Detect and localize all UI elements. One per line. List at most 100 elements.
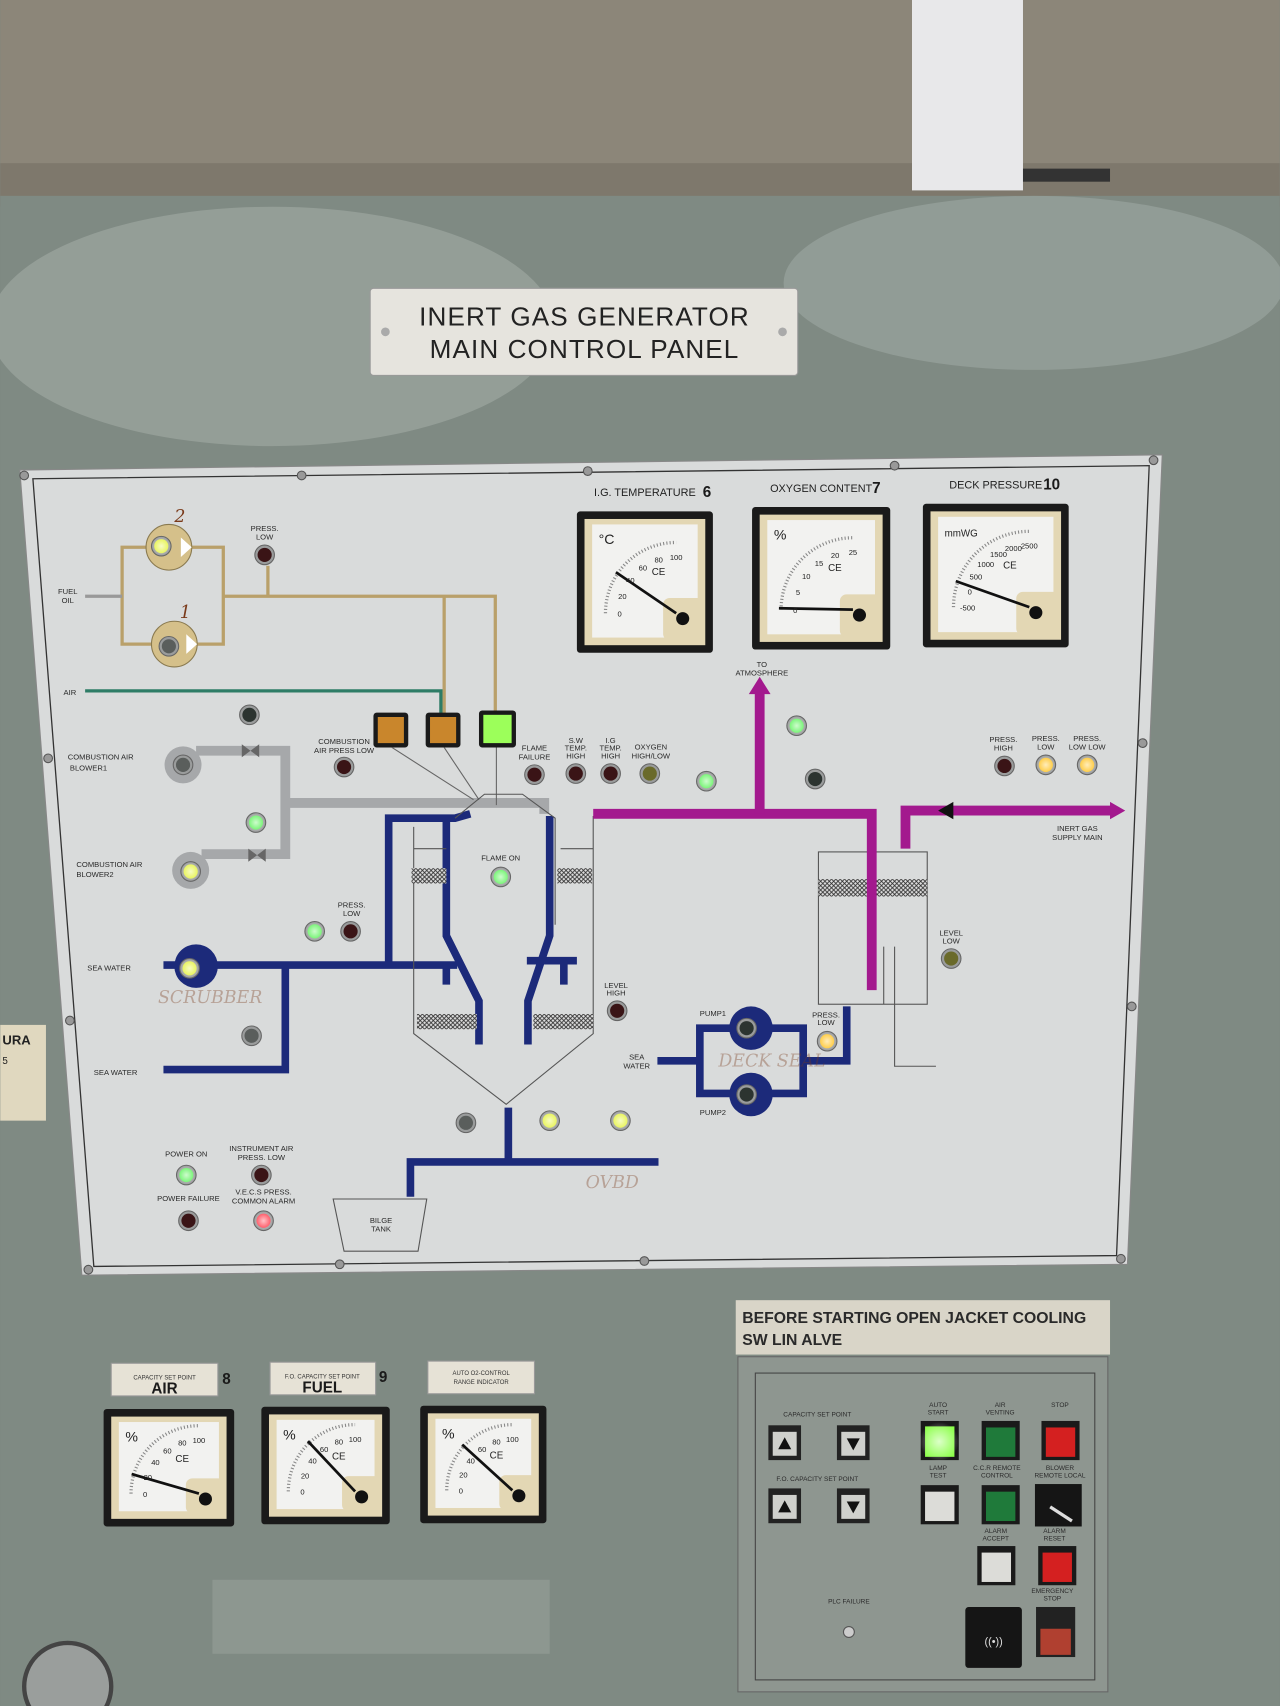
led-press-low <box>1035 754 1057 776</box>
label-press-low-low-2: LOW LOW <box>1069 743 1107 752</box>
emergency-stop-button[interactable] <box>1036 1606 1076 1658</box>
gauge-tick-label: 60 <box>639 564 647 573</box>
burner-lines <box>391 747 497 806</box>
check-valve-icon <box>938 801 954 820</box>
gauge-annotation: 7 <box>872 480 880 497</box>
label-plc-failure: PLC FAILURE <box>828 1599 870 1606</box>
label-level-low-2: LOW <box>942 936 960 945</box>
gauge-title: OXYGEN CONTENT <box>770 483 872 495</box>
led-deck-seal-pump1 <box>736 1017 757 1039</box>
gauge-tick-label: 100 <box>349 1435 362 1444</box>
handwritten-air: AIR <box>151 1381 177 1398</box>
arrow-down-icon <box>846 1501 860 1514</box>
fo-capacity-up-button[interactable] <box>768 1488 802 1524</box>
gauge-tick-label: 40 <box>626 576 634 585</box>
buzzer-icon: ((•)) <box>984 1636 1002 1648</box>
label-fuel-press-low: PRESS. <box>251 524 279 533</box>
arrow-up-icon <box>778 1500 792 1513</box>
label-to-atmosphere: TO <box>757 660 768 669</box>
spray-can <box>912 0 1023 191</box>
label-fuel-oil: FUEL <box>58 587 77 596</box>
auto-start-button[interactable] <box>919 1420 959 1462</box>
led-bilge-valve-3 <box>610 1110 631 1131</box>
label-fuel-oil-2: OIL <box>62 596 74 605</box>
led-blower2-valve <box>245 812 267 833</box>
gauge-needle <box>306 1440 357 1493</box>
gauge-tick-label: 20 <box>459 1471 467 1480</box>
label-press-high-2: HIGH <box>994 744 1013 753</box>
label-power-on: POWER ON <box>165 1150 207 1159</box>
label-level-high-2: HIGH <box>607 989 626 998</box>
gauge-tick-label: 40 <box>466 1456 474 1465</box>
lamp-test-button[interactable] <box>920 1485 959 1525</box>
gauge-tick-label: 80 <box>654 556 662 565</box>
label-flame-failure: FLAME <box>522 744 547 753</box>
label-sea-water-2: SEA WATER <box>94 1068 138 1077</box>
label-press-low: PRESS. <box>1032 734 1060 743</box>
light-reflection <box>0 206 556 447</box>
gauge-tick-label: 60 <box>163 1446 171 1455</box>
gauge-needle <box>955 579 1030 609</box>
stop-button[interactable] <box>1041 1420 1080 1461</box>
gauge-tick-label: 80 <box>335 1438 343 1447</box>
led-blower1-valve <box>239 704 260 726</box>
label-alarm-accept: ALARM <box>985 1528 1007 1535</box>
control-box-labels: CAPACITY SET POINT F.O. CAPACITY SET POI… <box>776 1402 1085 1606</box>
gauge-tick-label: 60 <box>478 1445 486 1454</box>
plate-fo-capacity-set-point: F.O. CAPACITY SET POINT <box>285 1375 360 1381</box>
gauge-tick-label: 0 <box>968 587 972 596</box>
led-level-high <box>606 1000 628 1022</box>
led-oxygen-high-low <box>639 763 661 784</box>
gauge-tick-label: 20 <box>144 1473 152 1482</box>
handwritten-2: 2 <box>173 507 185 527</box>
label-instrument-air-2: PRESS. LOW <box>238 1153 286 1162</box>
label-flame-on: FLAME ON <box>481 854 520 863</box>
ccr-remote-control-button[interactable] <box>981 1485 1020 1525</box>
alarm-reset-button[interactable] <box>1038 1546 1077 1586</box>
label-press-high: PRESS. <box>989 735 1017 744</box>
generator-vessel <box>413 793 594 1106</box>
alarm-accept-button[interactable] <box>977 1546 1016 1586</box>
air-venting-button[interactable] <box>981 1420 1020 1461</box>
label-press-low-low: PRESS. <box>1073 734 1101 743</box>
fo-capacity-down-button[interactable] <box>836 1488 870 1524</box>
gauge-tick-label: 100 <box>670 553 683 562</box>
label-blower1: COMBUSTION AIR <box>68 752 134 761</box>
packing-mesh <box>533 1014 594 1030</box>
gauge-unit: % <box>125 1429 138 1445</box>
ce-mark: CE <box>175 1454 189 1465</box>
gauge-annotation: 6 <box>703 484 711 501</box>
label-blower: BLOWER <box>1046 1465 1075 1472</box>
gauge-tick-label: 2000 <box>1005 544 1022 553</box>
label-sea-water-3-2: WATER <box>623 1061 650 1070</box>
zero-adjust-icon <box>355 1490 369 1504</box>
gauge-unit: % <box>774 527 787 543</box>
inert-gas-pipes <box>593 685 1116 991</box>
door-handle[interactable] <box>22 1640 114 1706</box>
led-deck-seal-pump2 <box>736 1084 757 1105</box>
title-line-1: INERT GAS GENERATOR <box>419 301 750 331</box>
label-ccr-remote: C.C.R REMOTE <box>973 1465 1021 1472</box>
led-deck-valve <box>804 768 826 790</box>
blower-remote-local-selector[interactable] <box>1034 1484 1082 1527</box>
capacity-down-button[interactable] <box>836 1425 870 1461</box>
label-pump1: PUMP1 <box>700 1009 726 1018</box>
selector-pointer-icon <box>1049 1505 1073 1523</box>
capacity-up-button[interactable] <box>768 1425 802 1461</box>
led-pump-press-low <box>816 1030 838 1052</box>
label-comb-air-press-low: COMBUSTION <box>318 737 370 746</box>
air-line <box>85 689 443 719</box>
label-pump2: PUMP2 <box>700 1108 726 1117</box>
gauge-unit: °C <box>599 531 615 547</box>
label-sw-press-low-2: LOW <box>343 909 361 918</box>
led-blower1-run <box>172 754 194 776</box>
label-air: AIR <box>64 688 77 697</box>
label-capacity-set-point: CAPACITY SET POINT <box>783 1412 851 1419</box>
led-vecs-common-alarm <box>253 1210 274 1232</box>
handwritten-overboard: OVBD <box>586 1173 639 1193</box>
plc-failure-led <box>842 1626 855 1638</box>
cable <box>1022 168 1111 182</box>
gauge-tick-label: 0 <box>617 609 621 618</box>
